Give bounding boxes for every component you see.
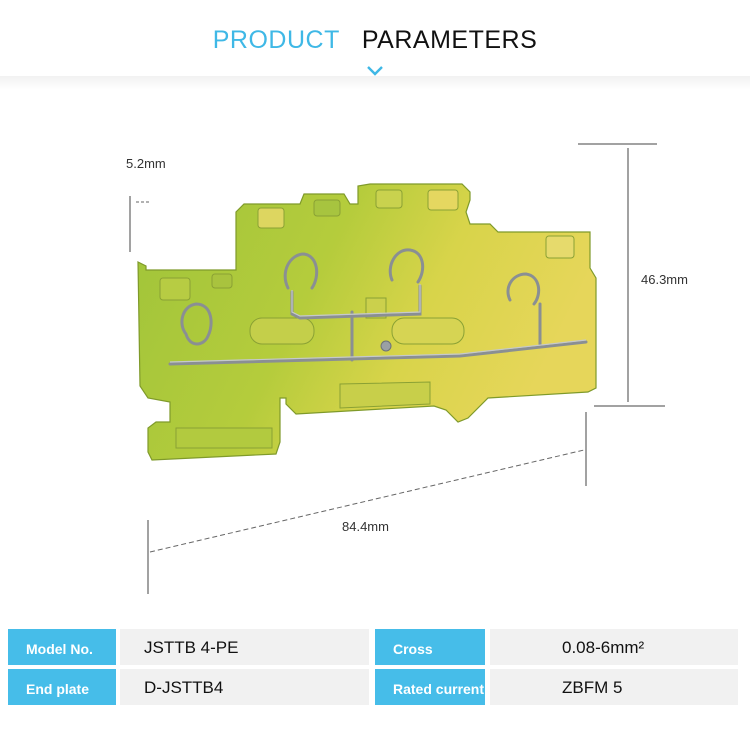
dimension-height-label: 46.3mm: [641, 272, 688, 287]
section-header: PRODUCT PARAMETERS: [0, 0, 750, 92]
dimension-length-label: 84.4mm: [342, 519, 389, 534]
spec-label-end-plate: End plate: [8, 669, 116, 705]
spec-row: Model No. JSTTB 4-PE Cross section 0.08-…: [0, 629, 750, 697]
terminal-block-icon: [137, 183, 597, 461]
dimension-lines: [129, 143, 665, 594]
header-divider: [0, 76, 750, 90]
title-word-product: PRODUCT: [212, 26, 340, 54]
spec-value-end-plate: D-JSTTB4: [120, 669, 369, 705]
spec-label-cross-section: Cross section: [375, 629, 485, 697]
spec-row: End plate D-JSTTB4 Rated current ZBFM 5: [0, 669, 750, 705]
product-figure: 5.2mm 46.3mm 84.4mm: [0, 92, 750, 612]
dimension-width-tab-label: 5.2mm: [126, 156, 166, 171]
spec-value-rated-current: ZBFM 5: [490, 669, 738, 705]
chevron-down-icon: [367, 66, 383, 76]
spec-label-rated-current: Rated current: [375, 669, 485, 705]
spec-value-model: JSTTB 4-PE: [120, 629, 369, 665]
title-word-parameters: PARAMETERS: [361, 26, 538, 54]
section-title: PRODUCT PARAMETERS: [0, 26, 750, 55]
spec-label-model: Model No.: [8, 629, 116, 665]
spec-value-cross-section: 0.08-6mm²: [490, 629, 738, 665]
